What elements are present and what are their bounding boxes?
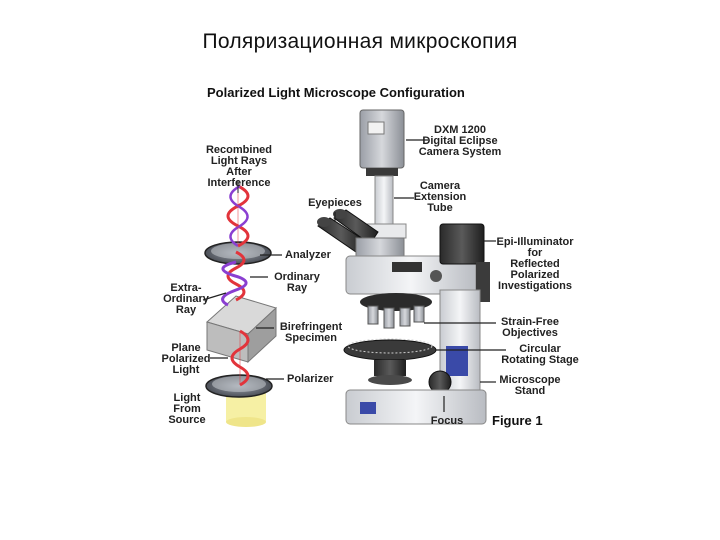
intermediate-tube — [392, 262, 422, 272]
recombined-wave-red — [226, 184, 250, 248]
label-polarizer: Polarizer — [287, 373, 334, 385]
light-source-base — [226, 417, 266, 427]
label-ordinary-ray: Ordinary Ray — [274, 271, 320, 294]
label-microscope-stand: Microscope Stand — [499, 374, 561, 397]
label-circular-rotating-stage: Circular Rotating Stage — [501, 343, 579, 366]
label-light-from-source: Light From Source — [168, 392, 206, 426]
polarizer-glass — [212, 376, 266, 392]
stage-scale — [347, 338, 433, 354]
label-birefringent-specimen: Birefringent Specimen — [279, 321, 343, 344]
eyepiece-right-lens — [333, 209, 347, 219]
slide-title: Поляризационная микроскопия — [202, 30, 518, 53]
rotating-stage — [343, 339, 437, 361]
label-dxm-camera-system: DXM 1200 Digital Eclipse Camera System — [418, 124, 502, 158]
label-strain-free-objectives: Strain-Free Objectives — [500, 316, 560, 339]
camera-label-plate — [367, 121, 385, 135]
camera-mount — [366, 168, 398, 176]
ordinary-wave — [226, 250, 246, 302]
base-logo — [360, 402, 376, 414]
specimen-side — [247, 306, 277, 364]
figure-title: Polarized Light Microscope Configuration — [207, 85, 465, 100]
microscope-base — [345, 389, 487, 425]
label-camera-extension-tube: Camera Extension Tube — [413, 180, 467, 214]
objective-4 — [413, 305, 425, 323]
camera-extension-tube — [374, 175, 394, 225]
recombined-wave-purple — [229, 184, 249, 248]
extraordinary-wave — [221, 260, 248, 307]
objective-3 — [399, 307, 411, 327]
leader-extraordinary — [202, 292, 227, 301]
figure-caption: Figure 1 — [492, 413, 543, 428]
label-eyepieces: Eyepieces — [308, 197, 362, 209]
label-analyzer: Analyzer — [285, 249, 331, 261]
condenser — [374, 360, 406, 376]
label-plane-polarized-light: Plane Polarized Light — [161, 342, 211, 376]
label-recombined-light-rays: Recombined Light Rays After Interference — [205, 144, 272, 189]
condenser-ring — [368, 375, 412, 385]
epi-illuminator-housing — [439, 223, 485, 265]
stand-label — [446, 346, 468, 376]
arm-knob — [430, 270, 442, 282]
plane-polarized-wave — [230, 329, 250, 387]
label-focus: Focus — [430, 415, 464, 427]
objective-1 — [367, 305, 379, 325]
label-extraordinary-ray: Extra- Ordinary Ray — [163, 282, 209, 316]
binocular-body — [355, 237, 405, 259]
analyzer-glass — [211, 243, 265, 259]
camera-body — [359, 109, 405, 169]
eyepiece-left-lens — [317, 217, 331, 227]
objective-2 — [383, 307, 395, 329]
label-epi-illuminator: Epi-Illuminator for Reflected Polarized … — [496, 236, 574, 292]
